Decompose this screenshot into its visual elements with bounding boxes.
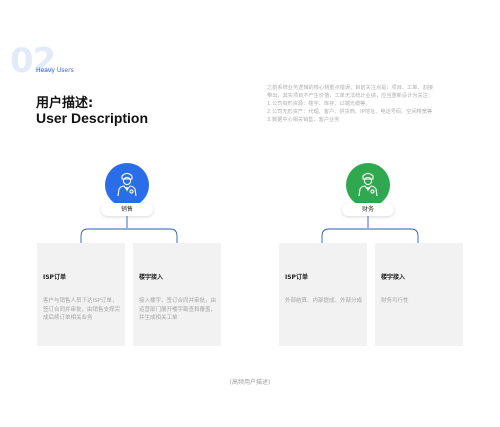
card-title: ISP订单 [43,274,66,281]
card-title: 楼宇接入 [381,274,406,281]
section-tag: Heavy Users [36,67,74,74]
user-tie-icon [358,172,378,197]
section-number: 02 [10,41,56,81]
role-finance-label: 财务 [342,203,394,216]
role-finance-circle [346,163,390,207]
page-title-cn: 用户描述: [36,96,94,111]
page-title-en: User Description [36,110,149,126]
card-finance-isp-order: ISP订单 外部结算、内部提成、外部分成 [279,243,367,346]
card-body: 财务可行性 [381,298,409,304]
description-line: 1.公司有形资源：楼宇、库存、以端光缆等。 [267,101,371,107]
description-line: 2.公司无形资产：代理、客户、供货商、IP地址、电话号码、空闲带宽等 [267,109,433,115]
description-line: 3.数据中心相关销售，客户业务 [267,117,340,123]
connector-finance [321,216,419,243]
card-title: ISP订单 [285,274,308,281]
card-body: 客户与销售人员下达ISP订单，签订合同并审批，由销售支撑完成后续订单相关业务 [43,298,121,321]
description-line: 带出，其实项目不产生价值，工单无法统计业绩，应当重新设计为关注： [267,93,434,99]
role-sales-label: 销售 [101,203,153,216]
user-tie-icon [117,172,137,197]
description-block: 之前系统业务逻辑的核心侧重点错误，目前关注点是：项目、工单、割接 带出，其实项目… [267,84,467,124]
card-sales-building-access: 楼宇接入 接入楼宇，签订合同并审批，由运营部门展开楼宇勘查和覆盖，并生成相关工单 [133,243,221,346]
card-body: 接入楼宇，签订合同并审批，由运营部门展开楼宇勘查和覆盖，并生成相关工单 [139,298,217,321]
card-body: 外部结算、内部提成、外部分成 [285,298,363,304]
card-sales-isp-order: ISP订单 客户与销售人员下达ISP订单，签订合同并审批，由销售支撑完成后续订单… [37,243,125,346]
role-sales: 销售 [101,163,153,216]
figure-caption: (高频用户描述) [229,379,271,386]
description-line: 之前系统业务逻辑的核心侧重点错误，目前关注点是：项目、工单、割接 [267,85,434,91]
card-finance-building-access: 楼宇接入 财务可行性 [375,243,463,346]
role-finance: 财务 [342,163,394,216]
card-title: 楼宇接入 [139,274,164,281]
role-sales-circle [105,163,149,207]
connector-sales [80,216,178,243]
